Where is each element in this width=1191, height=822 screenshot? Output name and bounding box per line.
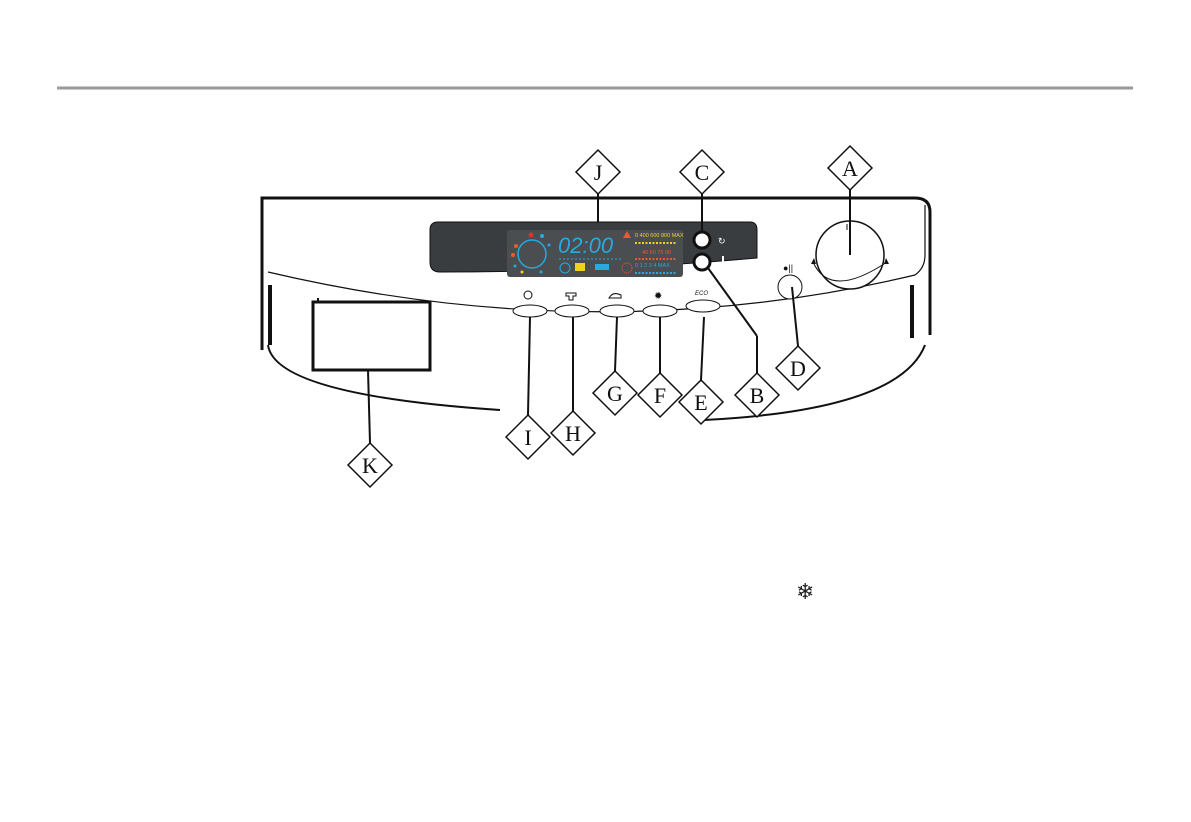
display-panel: 02:00 0 400 600 800 MAX 40 60 75 90 0 1 … (429, 221, 758, 277)
callout-a: A (826, 144, 874, 192)
temperature-scale: 40 60 75 90 (642, 250, 671, 256)
stain-button[interactable] (554, 304, 590, 318)
callout-i: I (504, 413, 552, 461)
stain-shirt-icon (565, 292, 577, 301)
quick-wash-button[interactable] (642, 304, 678, 318)
start-pause-button[interactable] (777, 274, 803, 300)
timer-indicator-icon (559, 262, 571, 274)
spin-speed-scale: 0 400 600 800 MAX (635, 233, 684, 239)
callout-d: D (774, 344, 822, 392)
callouts: J C A D B E F G H I K (346, 144, 874, 489)
quick-wash-icon: ✹ (654, 291, 662, 302)
timer-button[interactable] (512, 304, 548, 318)
callout-k: K (346, 441, 394, 489)
callout-f: F (636, 371, 684, 419)
eco-button[interactable] (685, 299, 721, 313)
temperature-icon (722, 256, 724, 264)
easy-iron-button[interactable] (599, 304, 635, 318)
svg-text:A: A (842, 156, 858, 181)
callout-g: G (591, 369, 639, 417)
svg-text:F: F (654, 383, 666, 408)
svg-text:J: J (594, 160, 603, 185)
timer-icon (523, 290, 533, 300)
temperature-button[interactable] (692, 252, 712, 272)
svg-text:D: D (790, 356, 806, 381)
soil-level-scale: 0 1 2 3 4 MAX (635, 263, 670, 269)
iron-indicator-icon (595, 264, 609, 270)
spin-icon: ↻ (718, 236, 726, 246)
function-buttons: ✹ ECO (512, 290, 721, 318)
time-readout: 02:00 (558, 233, 614, 258)
svg-text:I: I (524, 425, 531, 450)
svg-text:K: K (362, 453, 378, 478)
detergent-drawer (311, 300, 432, 372)
callout-c: C (678, 148, 726, 196)
callout-h: H (549, 409, 597, 457)
program-dial-indicator (517, 239, 547, 269)
quick-indicator-icon (621, 262, 633, 274)
svg-text:E: E (694, 390, 707, 415)
callout-b: B (733, 371, 781, 419)
iron-icon (608, 293, 622, 299)
eco-label: ECO (695, 291, 708, 297)
warning-icon (623, 231, 631, 238)
svg-text:G: G (607, 381, 623, 406)
panel-body (260, 196, 932, 421)
svg-text:H: H (565, 421, 581, 446)
callout-e: E (677, 378, 725, 426)
snowflake-icon: ❄ (796, 579, 814, 604)
leader-lines (367, 190, 851, 444)
lcd-screen (507, 230, 683, 277)
callout-j: J (574, 148, 622, 196)
shirt-indicator-icon (575, 263, 585, 271)
spin-button[interactable] (692, 230, 712, 250)
svg-text:C: C (695, 160, 710, 185)
start-pause-icon: ●|| (783, 263, 793, 273)
svg-text:B: B (750, 383, 765, 408)
